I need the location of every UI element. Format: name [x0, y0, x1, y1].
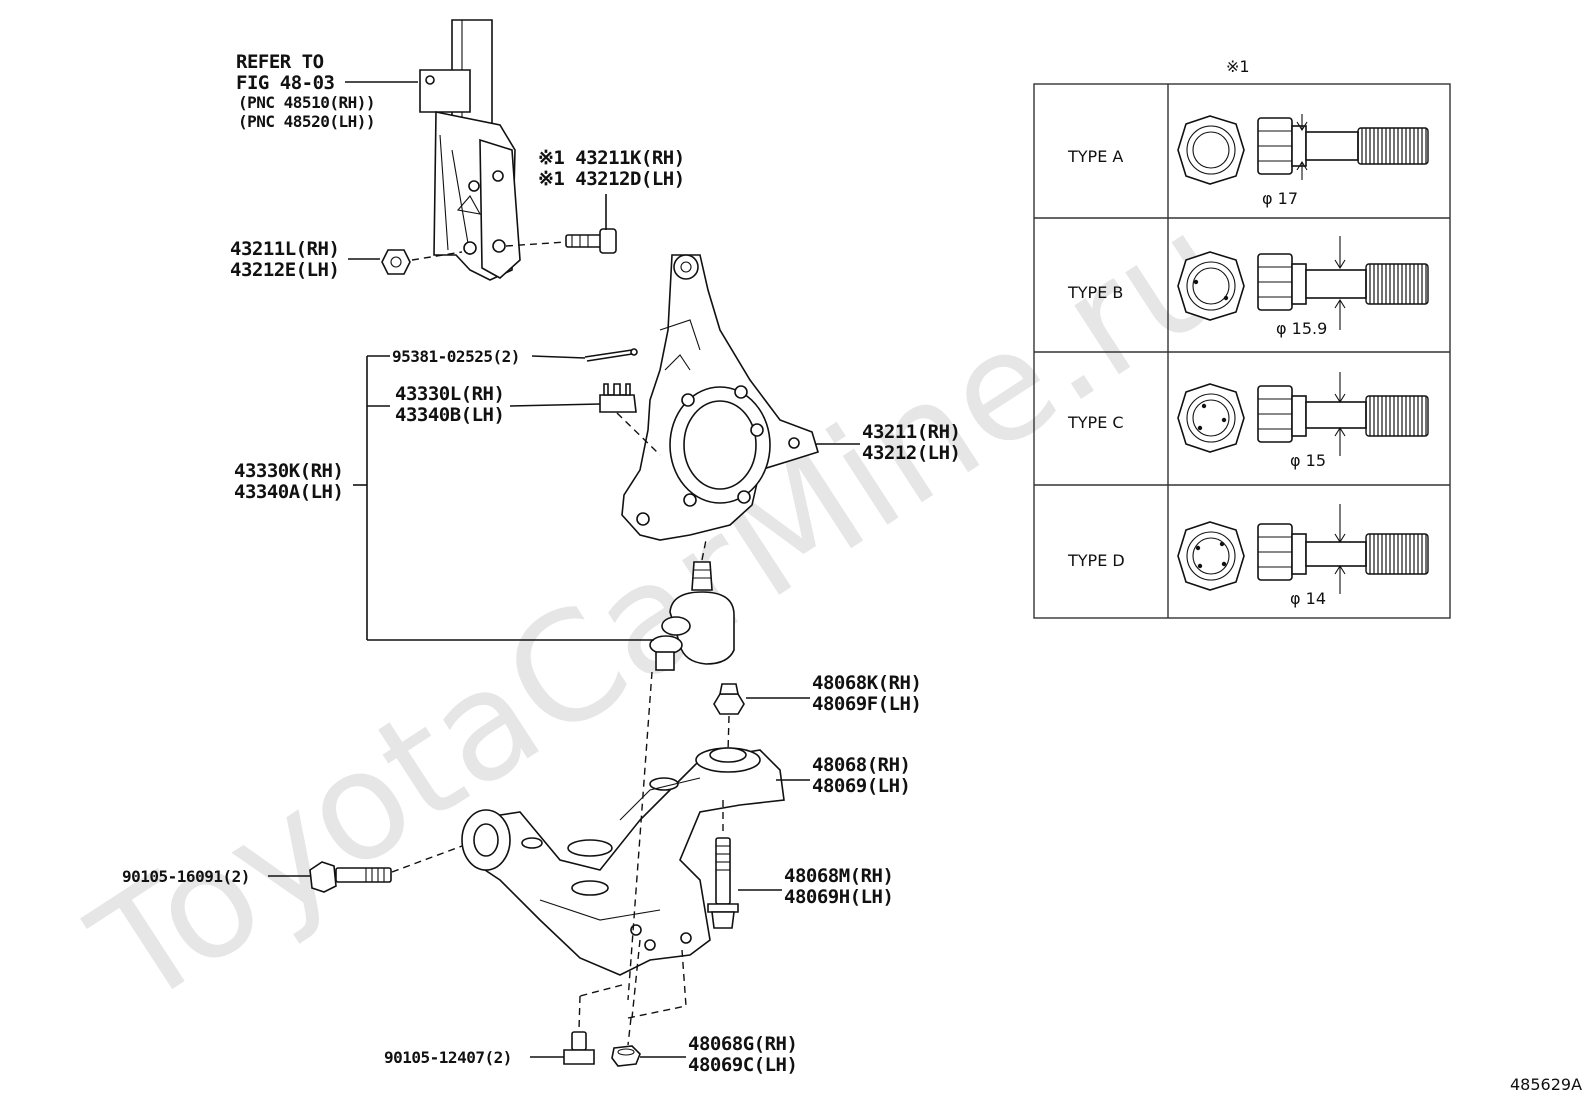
hub-bolt-icon: [1257, 504, 1429, 594]
hub-bolt-icon: [1257, 236, 1429, 330]
table-title: ※1: [1226, 57, 1250, 76]
table-row: TYPE B φ 15.9: [1067, 236, 1429, 338]
diameter-label: φ 14: [1290, 589, 1326, 608]
strut-assembly: [419, 19, 521, 281]
castle-nut: [599, 383, 637, 413]
hex-nut-icon: [1177, 115, 1245, 185]
refer-label-1: REFER TO: [236, 51, 324, 73]
arm-label-lh: 48069(LH): [812, 775, 910, 797]
castle-nut-label-rh: 43330L(RH): [395, 383, 504, 405]
refer-label-2: FIG 48-03: [236, 72, 335, 94]
bottom-nut-label-lh: 48069C(LH): [688, 1054, 797, 1076]
nut-label-rh: 43211L(RH): [230, 238, 339, 260]
castle-nut-label-lh: 43340B(LH): [395, 404, 504, 426]
steering-knuckle: [621, 254, 819, 541]
hub-bolt-icon: [1257, 372, 1429, 456]
diameter-label: φ 17: [1262, 189, 1298, 208]
ball-joint: [649, 561, 735, 671]
strut-nut: [381, 249, 411, 275]
hex-nut-icon: [1177, 383, 1245, 453]
diameter-label: φ 15.9: [1276, 319, 1327, 338]
ball-joint-label-lh: 43340A(LH): [234, 481, 343, 503]
arm-bolt-label-lh: 48069H(LH): [784, 886, 893, 908]
hub-bolt-type-table: ※1 TYPE A: [1033, 57, 1451, 619]
arm-nut: [713, 683, 745, 715]
bottom-bolt-label: 90105-12407(2): [384, 1048, 512, 1067]
callout-labels: REFER TO FIG 48-03 (PNC 48510(RH)) (PNC …: [122, 51, 961, 1076]
type-label: TYPE D: [1067, 551, 1125, 570]
arm-nut-label-rh: 48068K(RH): [812, 672, 921, 694]
refer-label-3: (PNC 48510(RH)): [238, 93, 375, 112]
pin-label: 95381-02525(2): [392, 347, 520, 366]
strut-bolt: [565, 228, 617, 254]
front-bolt-label: 90105-16091(2): [122, 867, 250, 886]
lower-control-arm: [461, 747, 785, 976]
type-label: TYPE C: [1067, 413, 1124, 432]
front-bolt: [309, 861, 392, 893]
table-row: TYPE D: [1067, 504, 1429, 608]
knuckle-label-rh: 43211(RH): [862, 421, 960, 443]
type-label: TYPE A: [1067, 147, 1123, 166]
diameter-label: φ 15: [1290, 451, 1326, 470]
table-row: TYPE A φ 17: [1067, 114, 1429, 208]
arm-vertical-bolt: [707, 837, 739, 929]
bolt-label-rh: ※1 43211K(RH): [538, 147, 685, 169]
bottom-nut: [611, 1045, 641, 1067]
bolt-label-lh: ※1 43212D(LH): [538, 168, 685, 190]
bottom-nut-label-rh: 48068G(RH): [688, 1033, 797, 1055]
arm-label-rh: 48068(RH): [812, 754, 910, 776]
hex-nut-icon: [1177, 521, 1245, 591]
leader-lines: [268, 81, 860, 1058]
arm-bolt-label-rh: 48068M(RH): [784, 865, 893, 887]
bottom-bolt: [563, 1031, 595, 1065]
knuckle-label-lh: 43212(LH): [862, 442, 960, 464]
refer-label-4: (PNC 48520(LH)): [238, 112, 375, 131]
diagram-id: 485629A: [1510, 1075, 1582, 1094]
table-row: TYPE C φ 15: [1067, 372, 1429, 470]
arm-nut-label-lh: 48069F(LH): [812, 693, 921, 715]
hex-nut-icon: [1177, 251, 1245, 321]
ball-joint-label-rh: 43330K(RH): [234, 460, 343, 482]
cotter-pin: [584, 348, 638, 362]
nut-label-lh: 43212E(LH): [230, 259, 339, 281]
hub-bolt-icon: [1257, 114, 1429, 180]
type-label: TYPE B: [1067, 283, 1123, 302]
